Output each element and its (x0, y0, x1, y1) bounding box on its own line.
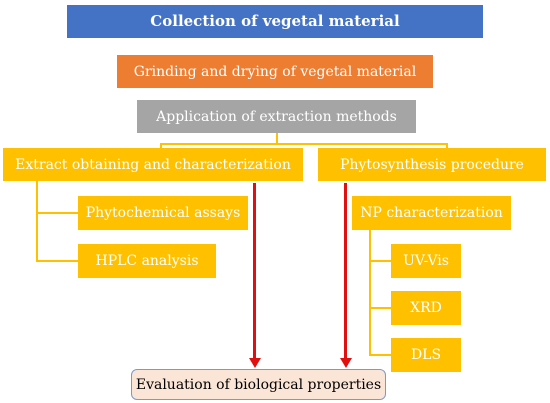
xrd-box: XRD (391, 291, 461, 325)
connector-right-drop (446, 143, 448, 148)
connector-gray-down (276, 133, 278, 145)
connector-left-trunk (36, 181, 38, 261)
uvvis-box: UV-Vis (391, 244, 461, 278)
dls-box: DLS (391, 338, 461, 372)
connector-left-drop (160, 143, 162, 148)
connector-horizontal-top (160, 143, 448, 145)
connector-to-dls (369, 354, 391, 356)
connector-to-uvvis (369, 260, 391, 262)
extraction-box: Application of extraction methods (137, 100, 416, 133)
connector-to-hplc (36, 260, 78, 262)
arrow-left-head (248, 358, 261, 368)
evaluation-box: Evaluation of biological properties (131, 369, 386, 400)
arrow-left-shaft (253, 183, 256, 359)
arrow-right-shaft (344, 183, 347, 359)
phytochemical-box: Phytochemical assays (78, 196, 248, 230)
arrow-right-head (339, 358, 352, 368)
np-characterization-box: NP characterization (352, 196, 511, 230)
grinding-box: Grinding and drying of vegetal material (117, 55, 433, 88)
extract-obtaining-box: Extract obtaining and characterization (3, 148, 303, 181)
hplc-box: HPLC analysis (78, 244, 216, 278)
connector-right-trunk (369, 230, 371, 355)
phytosynthesis-box: Phytosynthesis procedure (318, 148, 546, 181)
connector-to-phytochemical (36, 212, 78, 214)
collection-box: Collection of vegetal material (67, 5, 483, 38)
connector-to-xrd (369, 307, 391, 309)
